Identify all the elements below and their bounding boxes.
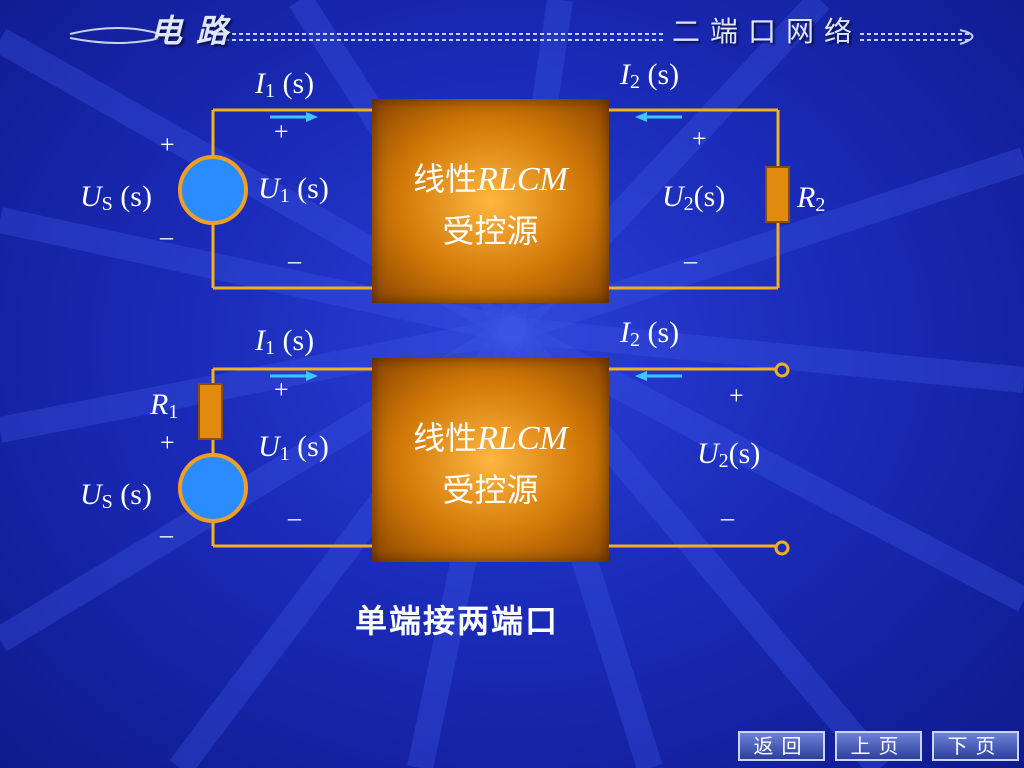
top-two-port-box: 线性RLCM 受控源 bbox=[372, 99, 609, 303]
top-box-line2: 受控源 bbox=[442, 212, 539, 250]
top-u1-minus: – bbox=[288, 246, 301, 275]
arrow-i2-top-icon bbox=[635, 112, 682, 122]
arrow-i2-bottom-icon bbox=[635, 371, 682, 381]
prev-page-button[interactable]: 上页 bbox=[835, 731, 922, 761]
top-us-plus: + bbox=[160, 130, 175, 159]
resistor-r1-icon bbox=[198, 383, 223, 440]
top-u1-plus: + bbox=[274, 117, 289, 146]
bottom-u1-plus: + bbox=[274, 375, 289, 404]
back-button[interactable]: 返回 bbox=[738, 731, 825, 761]
bottom-label-us: US (s) bbox=[80, 478, 152, 513]
top-label-u2: U2(s) bbox=[662, 180, 726, 215]
arrow-i1-top-icon bbox=[270, 112, 318, 122]
top-label-i1: I1 (s) bbox=[255, 67, 315, 102]
header-right-title: 二端口网络 bbox=[672, 15, 863, 48]
top-voltage-source-icon bbox=[178, 155, 248, 225]
terminal-bottom-icon bbox=[774, 540, 790, 556]
bottom-two-port-box: 线性RLCM 受控源 bbox=[372, 358, 609, 562]
bottom-u2-minus: – bbox=[721, 503, 734, 532]
header-ornament bbox=[69, 27, 974, 45]
top-label-us: US (s) bbox=[80, 180, 152, 215]
arrow-i1-bottom-icon bbox=[270, 371, 318, 381]
resistor-r2-icon bbox=[765, 166, 790, 223]
bottom-label-i1: I1 (s) bbox=[255, 324, 315, 359]
next-page-button[interactable]: 下页 bbox=[932, 731, 1019, 761]
top-u2-minus: – bbox=[684, 246, 697, 275]
bottom-u2-plus: + bbox=[729, 381, 744, 410]
bottom-box-line2: 受控源 bbox=[442, 471, 539, 509]
header-left-title: 电路 bbox=[150, 12, 243, 50]
top-label-u1: U1 (s) bbox=[258, 172, 329, 207]
top-label-r2: R2 bbox=[797, 181, 826, 216]
bottom-us-plus: + bbox=[160, 428, 175, 457]
bottom-u1-minus: – bbox=[288, 503, 301, 532]
bottom-label-i2: I2 (s) bbox=[620, 316, 680, 351]
bottom-label-u2: U2(s) bbox=[697, 437, 761, 472]
top-us-minus: – bbox=[160, 222, 173, 251]
terminal-top-icon bbox=[774, 362, 790, 378]
top-u2-plus: + bbox=[692, 124, 707, 153]
bottom-label-u1: U1 (s) bbox=[258, 430, 329, 465]
bottom-us-minus: – bbox=[160, 520, 173, 549]
bottom-box-line1: 线性RLCM bbox=[413, 419, 568, 457]
bottom-voltage-source-icon bbox=[178, 453, 248, 523]
top-label-i2: I2 (s) bbox=[620, 58, 680, 93]
bottom-label-r1: R1 bbox=[150, 388, 179, 423]
top-box-line1: 线性RLCM bbox=[413, 160, 568, 198]
caption: 单端接两端口 bbox=[355, 602, 560, 640]
